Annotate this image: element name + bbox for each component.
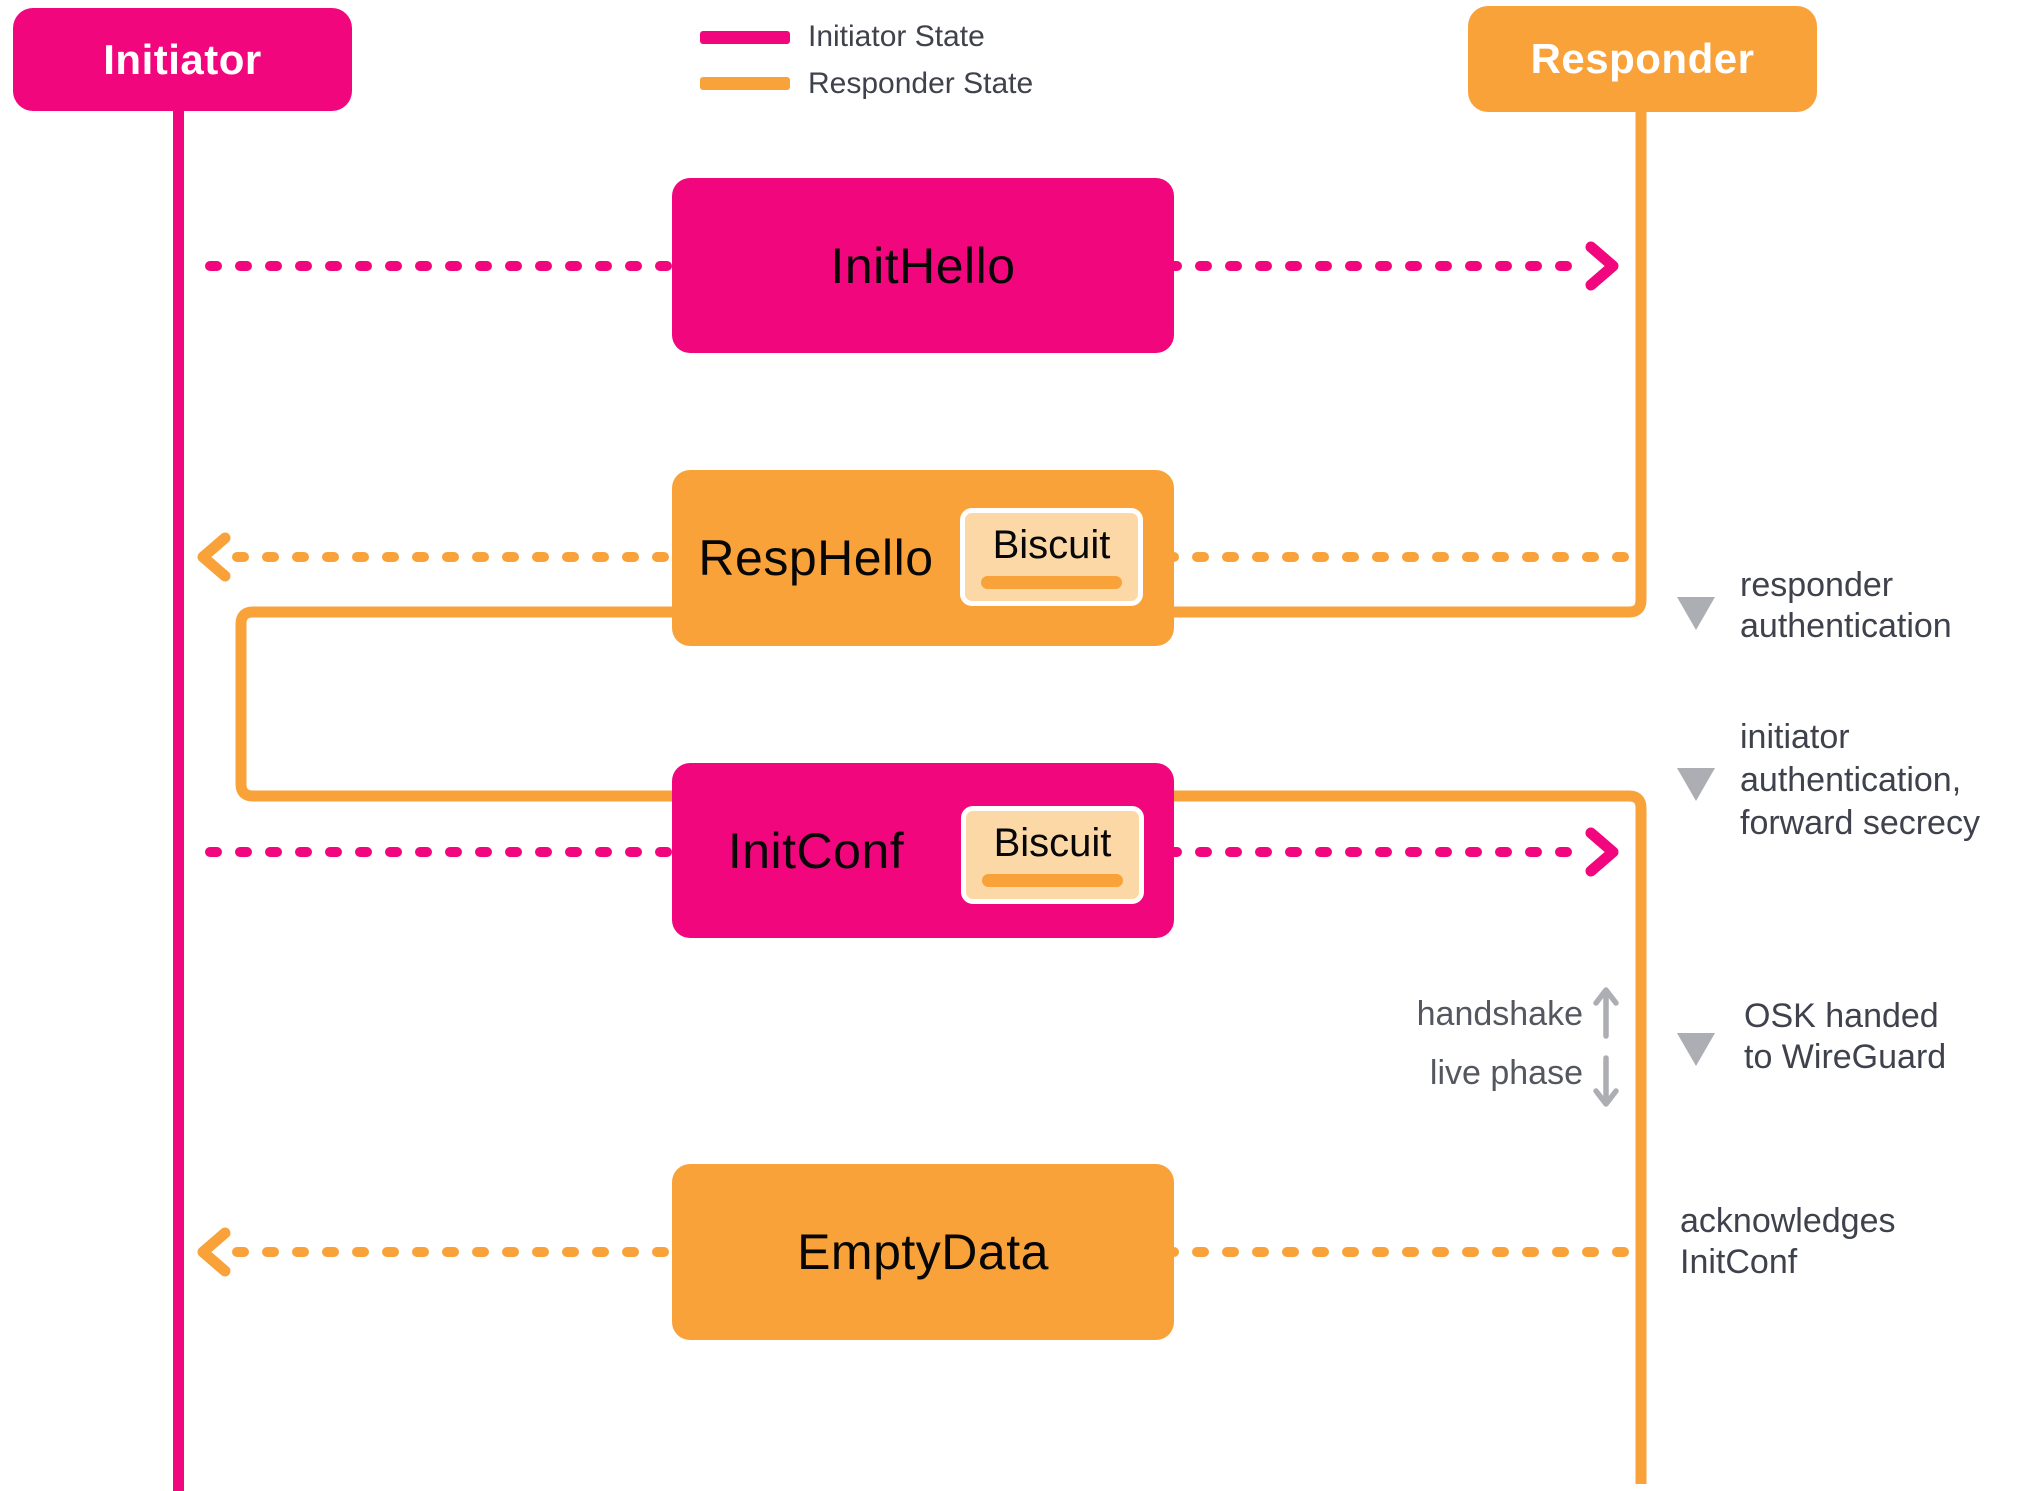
annotation-line: initiator: [1740, 718, 1850, 756]
initiator-actor-box: Initiator: [13, 8, 352, 111]
annotation-line: to WireGuard: [1744, 1038, 1947, 1076]
resphello-arrowhead-icon: [197, 532, 231, 582]
osk-annotation: OSK handed to WireGuard: [1744, 996, 1946, 1078]
emptydata-message-box: EmptyData: [672, 1164, 1174, 1340]
handshake-phase-label: handshake: [1416, 995, 1583, 1033]
initiator-actor-label: Initiator: [103, 35, 262, 83]
handshake-up-arrow-icon: [1593, 987, 1619, 1039]
inithello-arrowhead-icon: [1585, 241, 1619, 291]
resphello-label: RespHello: [698, 530, 934, 586]
responder-auth-triangle-icon: [1677, 597, 1715, 630]
acknowledges-annotation: acknowledges InitConf: [1680, 1201, 1895, 1283]
annotation-line: responder: [1740, 566, 1894, 604]
annotation-line: forward secrecy: [1740, 804, 1980, 842]
inithello-message-box: InitHello: [672, 178, 1174, 353]
osk-triangle-icon: [1677, 1033, 1715, 1066]
annotation-line: acknowledges: [1680, 1202, 1896, 1240]
annotation-line: OSK handed: [1744, 997, 1939, 1035]
emptydata-arrowhead-icon: [197, 1227, 231, 1277]
resphello-biscuit-underline: [981, 576, 1122, 589]
live-phase-label: live phase: [1429, 1054, 1583, 1092]
initconf-biscuit-chip: Biscuit: [961, 806, 1144, 904]
emptydata-label: EmptyData: [797, 1224, 1049, 1280]
legend-initiator-state-label: Initiator State: [808, 20, 985, 53]
legend-initiator-state-swatch: [700, 31, 790, 44]
inithello-label: InitHello: [830, 237, 1016, 294]
annotation-line: InitConf: [1680, 1243, 1798, 1281]
annotation-line: authentication,: [1740, 761, 1962, 799]
initconf-arrowhead-icon: [1585, 827, 1619, 877]
resphello-message-box: RespHello Biscuit: [672, 470, 1174, 646]
initconf-message-box: InitConf Biscuit: [672, 763, 1174, 938]
initiator-auth-annotation: initiator authentication, forward secrec…: [1740, 716, 1980, 845]
responder-actor-label: Responder: [1530, 35, 1755, 82]
initconf-biscuit-label: Biscuit: [993, 820, 1112, 865]
resphello-biscuit-chip: Biscuit: [960, 508, 1143, 606]
initconf-label: InitConf: [727, 822, 905, 879]
responder-state-path: [235, 108, 1647, 1484]
initconf-biscuit-underline: [982, 874, 1123, 887]
initiator-auth-triangle-icon: [1677, 768, 1715, 801]
live-phase-down-arrow-icon: [1593, 1055, 1619, 1107]
annotation-line: authentication: [1740, 607, 1952, 645]
responder-auth-annotation: responder authentication: [1740, 565, 1952, 647]
legend-responder-state-swatch: [700, 77, 790, 90]
legend-responder-state-label: Responder State: [808, 67, 1034, 100]
resphello-biscuit-label: Biscuit: [992, 522, 1111, 567]
responder-actor-box: Responder: [1468, 6, 1817, 112]
